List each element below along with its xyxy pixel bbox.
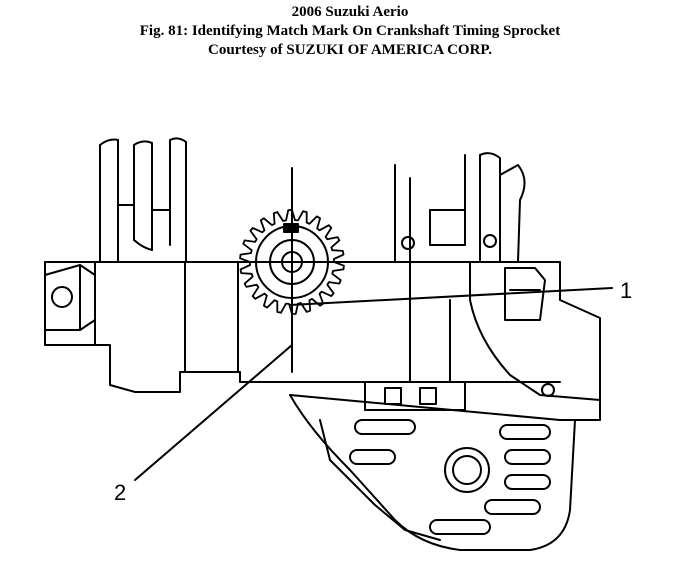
page-header: 2006 Suzuki Aerio Fig. 81: Identifying M…	[0, 0, 700, 60]
leader-line-1	[289, 287, 613, 306]
callout-2: 2	[114, 480, 126, 505]
figure-caption: Fig. 81: Identifying Match Mark On Crank…	[139, 23, 561, 39]
vehicle-title: 2006 Suzuki Aerio	[291, 4, 409, 20]
left-mount	[44, 264, 96, 331]
upper-right-bracket	[394, 152, 526, 263]
courtesy-line: Courtesy of SUZUKI OF AMERICA CORP.	[208, 42, 492, 58]
engine-block	[44, 261, 601, 421]
callout-1: 1	[620, 278, 632, 303]
upper-left-bracket	[99, 137, 187, 263]
oil-pan	[289, 394, 576, 551]
leader-line-2	[134, 344, 293, 481]
